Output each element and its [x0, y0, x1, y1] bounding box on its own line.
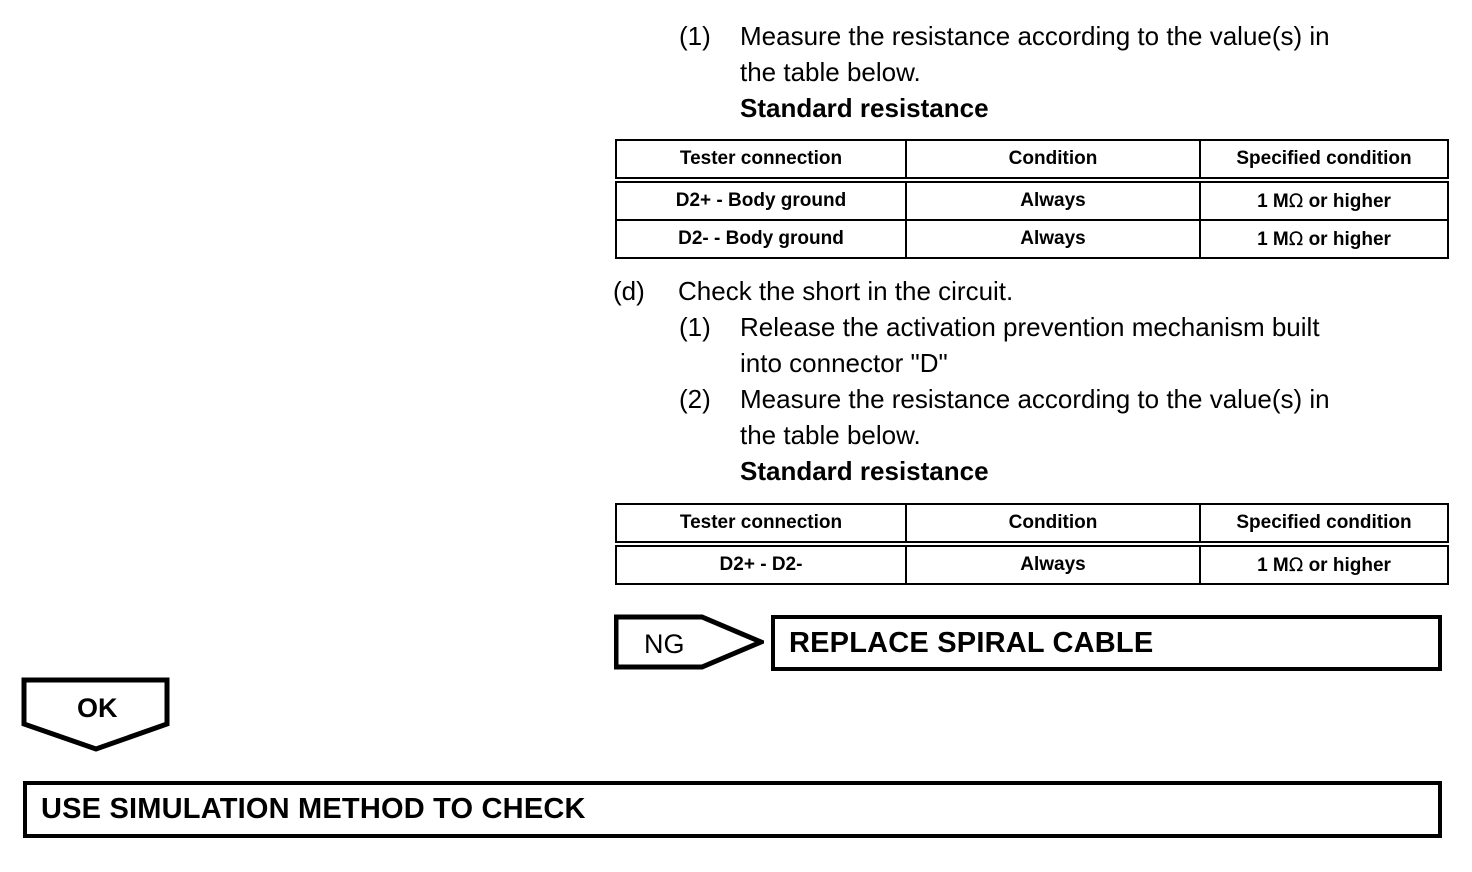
column-header-specified-condition: Specified condition — [1199, 503, 1449, 547]
step-marker: (1) — [679, 312, 711, 342]
step-item-d-1: (1) Release the activation prevention me… — [679, 309, 1330, 381]
step-subheading: Standard resistance — [740, 93, 989, 123]
cell-tester-connection: D2- - Body ground — [615, 219, 907, 259]
cell-condition: Always — [905, 219, 1201, 259]
cell-tester-connection: D2+ - Body ground — [615, 179, 907, 221]
step-block-1: (1) Measure the resistance according to … — [679, 18, 1330, 126]
ng-label: NG — [644, 629, 685, 659]
table-row: D2- - Body ground Always 1 MΩ or higher — [615, 219, 1449, 259]
ok-branch-marker: OK — [21, 677, 171, 753]
step-item-d: (d) Check the short in the circuit. — [613, 273, 1330, 309]
step-line: Measure the resistance according to the … — [740, 21, 1330, 51]
use-simulation-method-label: USE SIMULATION METHOD TO CHECK — [41, 793, 586, 825]
standard-resistance-table-2: Tester connection Condition Specified co… — [615, 503, 1449, 585]
cell-tester-connection: D2+ - D2- — [615, 543, 907, 585]
cell-specified-condition: 1 MΩ or higher — [1199, 179, 1449, 221]
standard-resistance-table-1: Tester connection Condition Specified co… — [615, 139, 1449, 259]
step-body: Measure the resistance according to the … — [740, 18, 1330, 126]
step-body: Measure the resistance according to the … — [740, 381, 1330, 489]
ng-branch-arrow: NG — [614, 614, 764, 670]
column-header-specified-condition: Specified condition — [1199, 139, 1449, 183]
step-block-d: (d) Check the short in the circuit. (1) … — [613, 273, 1330, 489]
use-simulation-method-box: USE SIMULATION METHOD TO CHECK — [23, 781, 1442, 838]
step-line: the table below. — [740, 57, 921, 87]
step-line: Measure the resistance according to the … — [740, 384, 1330, 414]
step-body: Release the activation prevention mechan… — [740, 309, 1320, 381]
cell-specified-condition: 1 MΩ or higher — [1199, 219, 1449, 259]
step-marker: (2) — [679, 384, 711, 414]
step-line: the table below. — [740, 420, 921, 450]
step-item-d-2: (2) Measure the resistance according to … — [679, 381, 1330, 489]
column-header-tester-connection: Tester connection — [615, 139, 907, 183]
step-subheading: Standard resistance — [740, 456, 989, 486]
cell-condition: Always — [905, 543, 1201, 585]
ng-arrow-shape — [614, 614, 764, 670]
cell-specified-condition: 1 MΩ or higher — [1199, 543, 1449, 585]
step-marker: (d) — [613, 276, 645, 306]
ok-label: OK — [77, 693, 118, 723]
table-header-row: Tester connection Condition Specified co… — [615, 503, 1449, 547]
step-line: into connector "D" — [740, 348, 948, 378]
column-header-tester-connection: Tester connection — [615, 503, 907, 547]
table-row: D2+ - Body ground Always 1 MΩ or higher — [615, 179, 1449, 221]
step-item-1: (1) Measure the resistance according to … — [679, 18, 1330, 126]
table-header-row: Tester connection Condition Specified co… — [615, 139, 1449, 183]
ok-marker-shape — [21, 677, 170, 752]
step-title: Check the short in the circuit. — [678, 276, 1014, 306]
step-line: Release the activation prevention mechan… — [740, 312, 1320, 342]
replace-spiral-cable-box: REPLACE SPIRAL CABLE — [771, 615, 1442, 671]
column-header-condition: Condition — [905, 503, 1201, 547]
step-marker: (1) — [679, 21, 711, 51]
replace-spiral-cable-label: REPLACE SPIRAL CABLE — [789, 626, 1154, 659]
cell-condition: Always — [905, 179, 1201, 221]
table-row: D2+ - D2- Always 1 MΩ or higher — [615, 543, 1449, 585]
column-header-condition: Condition — [905, 139, 1201, 183]
